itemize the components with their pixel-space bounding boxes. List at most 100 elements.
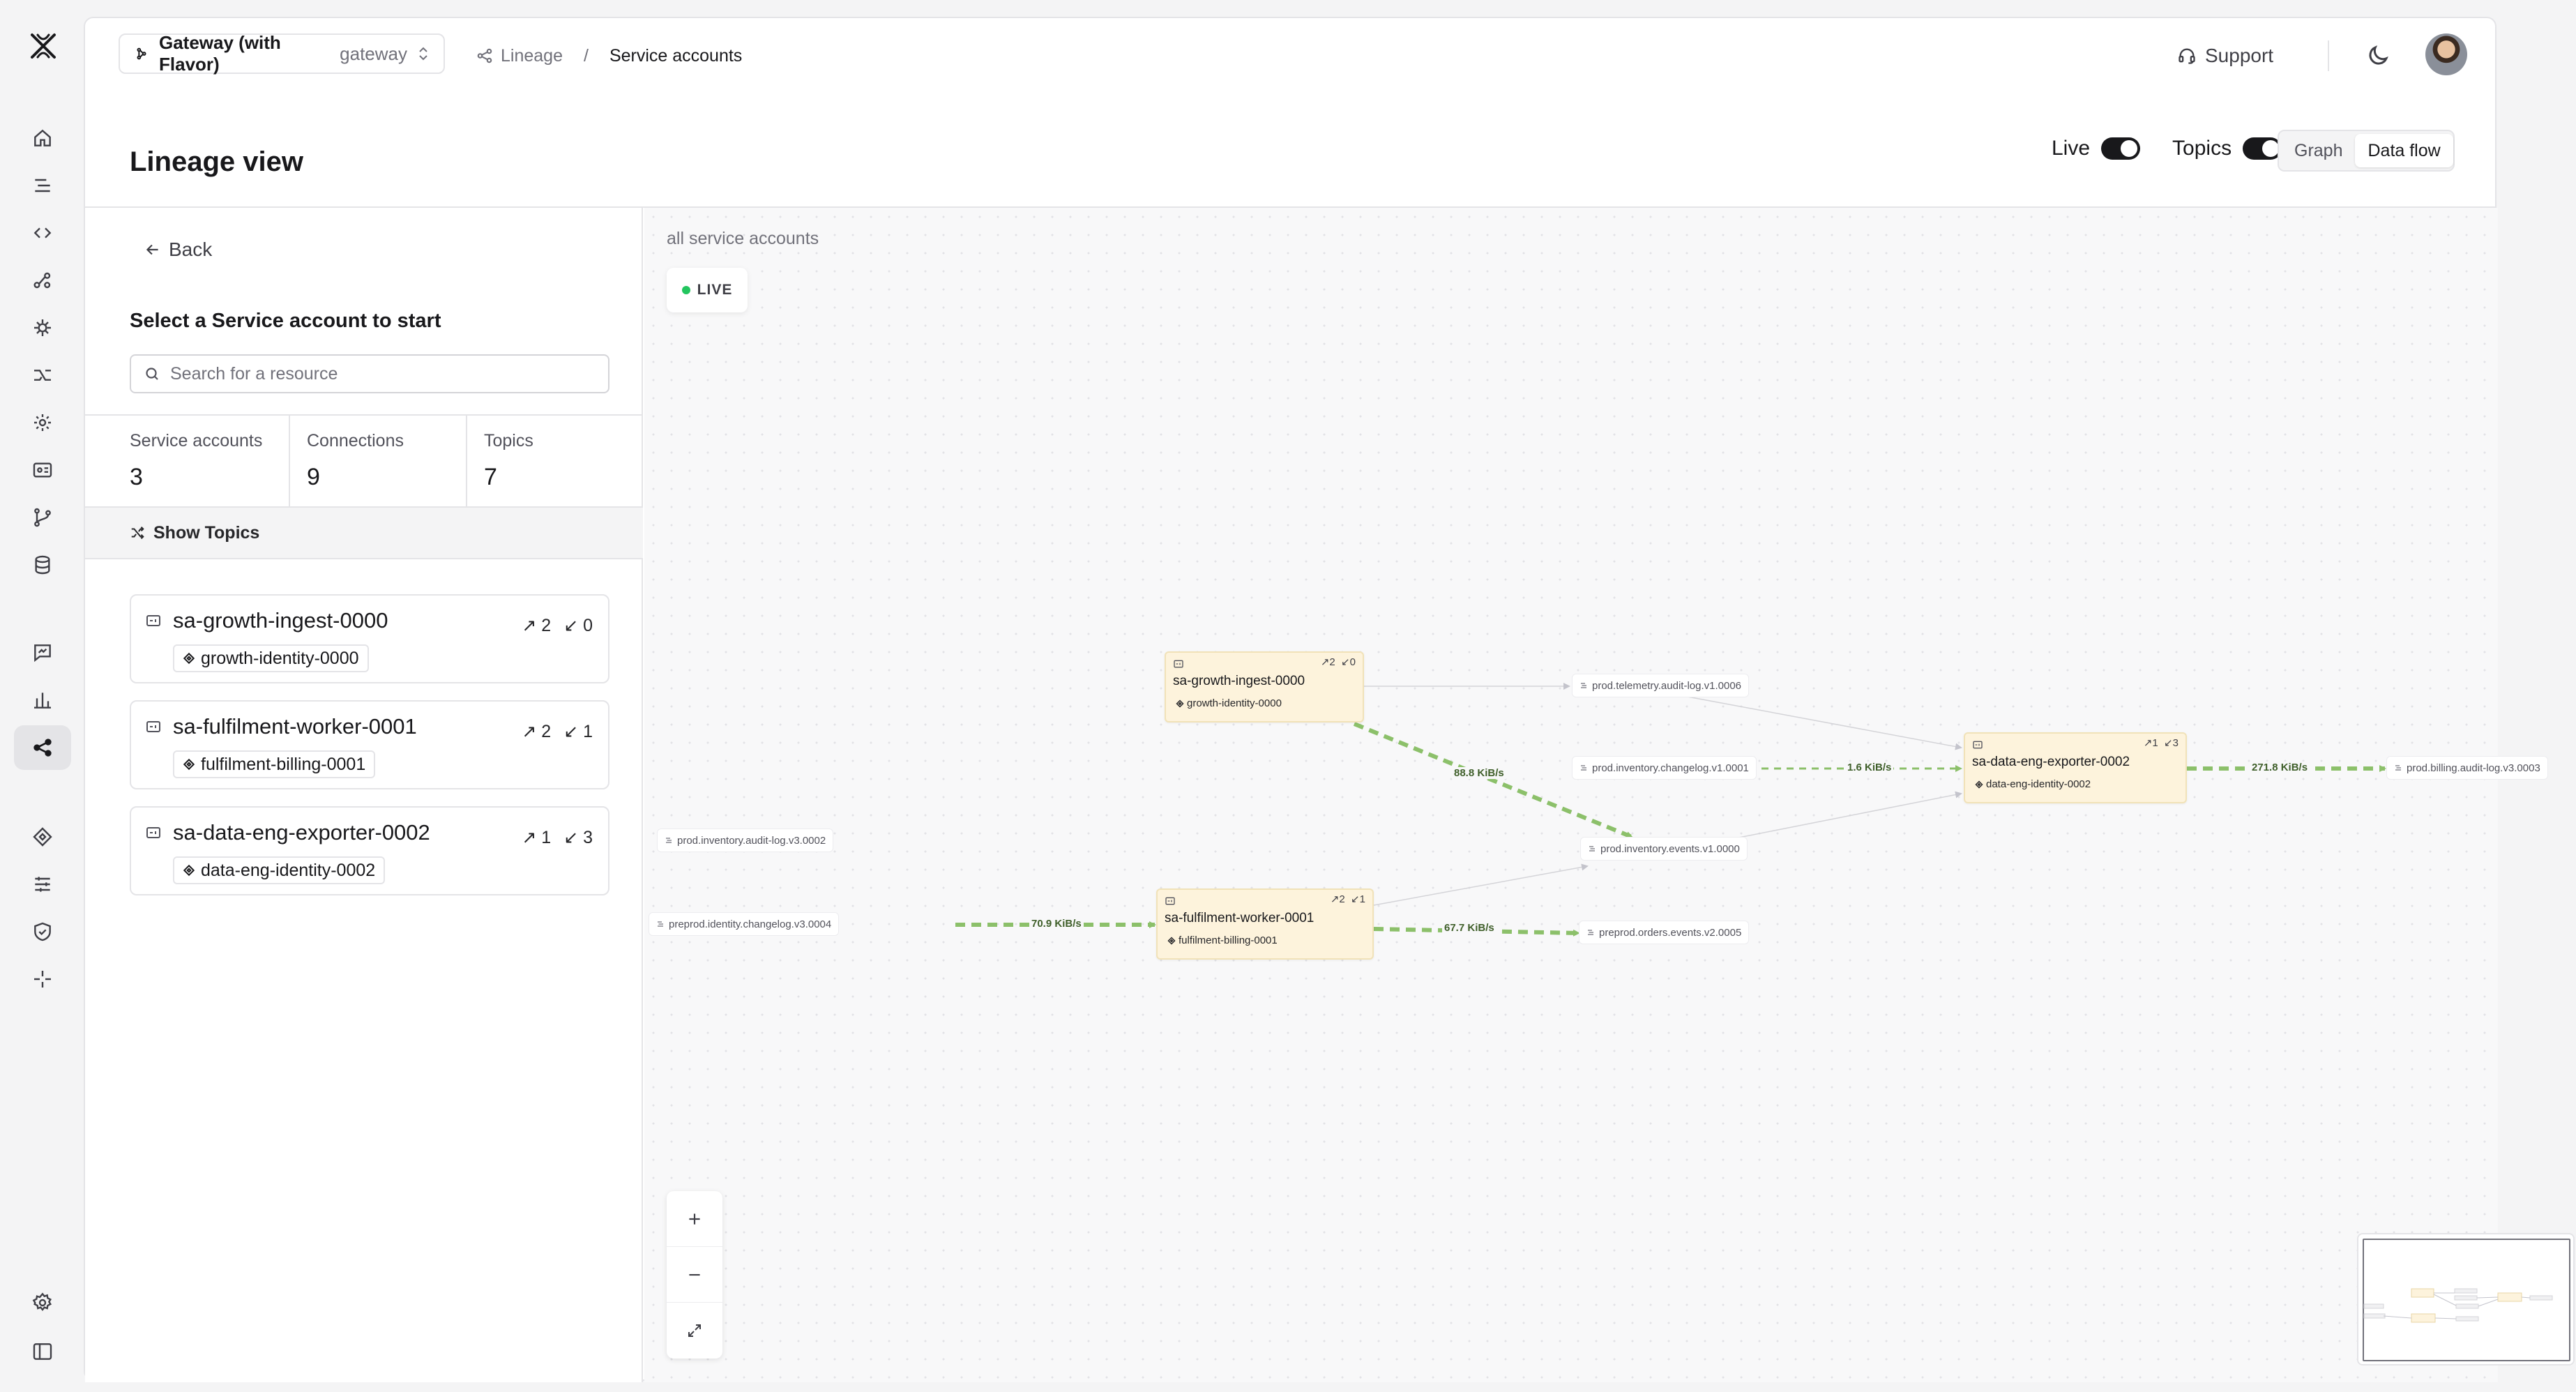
nav-analytics[interactable] (14, 678, 71, 723)
zoom-in-button[interactable] (667, 1191, 722, 1247)
service-account-card[interactable]: sa-fulfilment-worker-0001 ↗ 2↙ 1 fulfilm… (130, 700, 609, 789)
topics-toggle-label: Topics (2172, 137, 2232, 160)
service-account-card[interactable]: sa-data-eng-exporter-0002 ↗ 1↙ 3 data-en… (130, 806, 609, 895)
topic-name: prod.telemetry.audit-log.v1.0006 (1592, 679, 1742, 692)
lineage-icon (477, 48, 492, 63)
graph-node-topic[interactable]: prod.telemetry.audit-log.v1.0006 (1572, 674, 1750, 697)
git-branch-icon (34, 508, 51, 527)
breadcrumb-lineage[interactable]: Lineage (476, 46, 563, 66)
support-label: Support (2205, 45, 2274, 66)
lineage-canvas[interactable]: all service accounts LIVE 88.8 KiB/s 1.6… (644, 208, 2575, 1382)
fit-view-button[interactable] (667, 1303, 722, 1359)
nav-service-account[interactable] (14, 448, 71, 492)
nav-settings-chip[interactable] (14, 400, 71, 445)
nav-security[interactable] (14, 909, 71, 954)
nav-focus[interactable] (14, 957, 71, 1001)
minimap[interactable] (2357, 1233, 2575, 1365)
identity-diamond-icon (183, 758, 195, 771)
user-avatar[interactable] (2425, 33, 2467, 75)
nav-merge[interactable] (14, 353, 71, 398)
service-account-card[interactable]: sa-growth-ingest-0000 ↗ 2↙ 0 growth-iden… (130, 594, 609, 683)
service-account-name: sa-data-eng-exporter-0002 (173, 820, 430, 845)
shield-check-icon (34, 922, 51, 941)
topic-icon (1581, 765, 1586, 771)
topic-name: preprod.identity.changelog.v3.0004 (669, 918, 832, 930)
minimap-viewport[interactable] (2363, 1239, 2570, 1361)
identity-diamond-icon (1975, 780, 1983, 789)
graph-node-topic[interactable]: preprod.orders.events.v2.0005 (1579, 921, 1750, 944)
back-button[interactable]: Back (144, 239, 212, 261)
crosshair-icon (34, 971, 51, 988)
breadcrumb-current: Service accounts (609, 45, 743, 66)
nav-messages[interactable] (14, 630, 71, 675)
code-icon (33, 227, 52, 239)
nav-list[interactable] (14, 163, 71, 208)
cpu-gear-icon (34, 414, 51, 431)
view-graph-tab[interactable]: Graph (2294, 140, 2343, 160)
zoom-out-button[interactable] (667, 1247, 722, 1303)
service-account-panel: Back Select a Service account to start S… (85, 208, 643, 1382)
nav-filters[interactable] (14, 862, 71, 907)
topic-name: prod.inventory.events.v1.0000 (1600, 842, 1740, 855)
identity-name: growth-identity-0000 (201, 648, 359, 668)
graph-node-service-account[interactable]: ↗1 ↙3 sa-data-eng-exporter-0002 data-eng… (1964, 732, 2187, 803)
view-dataflow-tab[interactable]: Data flow (2355, 134, 2453, 167)
live-toggle[interactable] (2101, 137, 2141, 160)
service-account-name: sa-growth-ingest-0000 (173, 608, 388, 633)
search-input[interactable] (170, 363, 589, 384)
nav-database[interactable] (14, 543, 71, 587)
io-counts: ↗ 2↙ 1 (522, 721, 593, 742)
gear-icon (32, 1292, 52, 1311)
title-bar: Lineage view Live Topics Graph Data flow (85, 91, 2495, 208)
nav-settings[interactable] (14, 1280, 71, 1325)
outgoing-value: 2 (1329, 656, 1335, 668)
nav-topology[interactable] (14, 258, 71, 303)
stat-value: 3 (130, 464, 143, 490)
stats-row: Service accounts 3 Connections 9 Topics … (85, 414, 643, 508)
nav-collapse[interactable] (14, 1329, 71, 1374)
nav-home[interactable] (14, 116, 71, 160)
graph-node-topic[interactable]: prod.billing.audit-log.v3.0003 (2386, 756, 2548, 780)
topics-toggle[interactable] (2243, 137, 2282, 160)
gateway-selector[interactable]: Gateway (with Flavor) gateway (119, 32, 445, 75)
graph-node-topic[interactable]: prod.inventory.events.v1.0000 (1580, 837, 1748, 861)
flow-rate: 70.9 KiB/s (1029, 918, 1084, 930)
merge-icon (34, 370, 51, 381)
id-card-icon (146, 721, 160, 732)
edge (1676, 694, 1962, 750)
stat-label: Service accounts (130, 431, 263, 451)
incoming-value: 0 (1349, 656, 1356, 668)
nav-git[interactable] (14, 495, 71, 540)
gateway-sub: gateway (340, 43, 407, 64)
topic-icon (1581, 683, 1586, 688)
incoming-count: ↙ 1 (563, 722, 593, 741)
support-button[interactable]: Support (2177, 40, 2273, 71)
app-logo-icon[interactable] (28, 31, 59, 61)
identity-diamond-icon (183, 864, 195, 877)
edges-layer (955, 683, 2386, 937)
nav-lineage[interactable] (14, 725, 71, 770)
topic-name: prod.inventory.audit-log.v3.0002 (677, 834, 826, 847)
back-label: Back (169, 239, 213, 260)
moon-icon[interactable] (2365, 43, 2391, 68)
id-card-icon (1973, 741, 1983, 749)
stat-topics: Topics 7 (467, 416, 643, 506)
graph-node-topic[interactable]: prod.inventory.audit-log.v3.0002 (657, 829, 834, 852)
topic-icon (2395, 765, 2401, 771)
node-identity: fulfilment-billing-0001 (1167, 935, 1278, 946)
nav-bug[interactable] (14, 305, 71, 350)
toggle-group: Live Topics (2052, 137, 2282, 160)
expand-icon (688, 1324, 701, 1337)
nav-code[interactable] (14, 211, 71, 255)
show-topics-button[interactable]: Show Topics (85, 508, 643, 559)
zoom-controls (667, 1191, 722, 1359)
edge (1706, 791, 1962, 845)
nav-diamond[interactable] (14, 815, 71, 859)
graph-node-topic[interactable]: prod.inventory.changelog.v1.0001 (1572, 756, 1757, 780)
search-icon (146, 368, 158, 380)
show-topics-label: Show Topics (153, 522, 260, 543)
page-title: Lineage view (130, 146, 303, 177)
graph-node-service-account[interactable]: ↗2 ↙1 sa-fulfilment-worker-0001 fulfilme… (1156, 888, 1374, 960)
graph-node-service-account[interactable]: ↗2 ↙0 sa-growth-ingest-0000 growth-ident… (1165, 651, 1364, 723)
graph-node-topic[interactable]: preprod.identity.changelog.v3.0004 (649, 912, 840, 936)
